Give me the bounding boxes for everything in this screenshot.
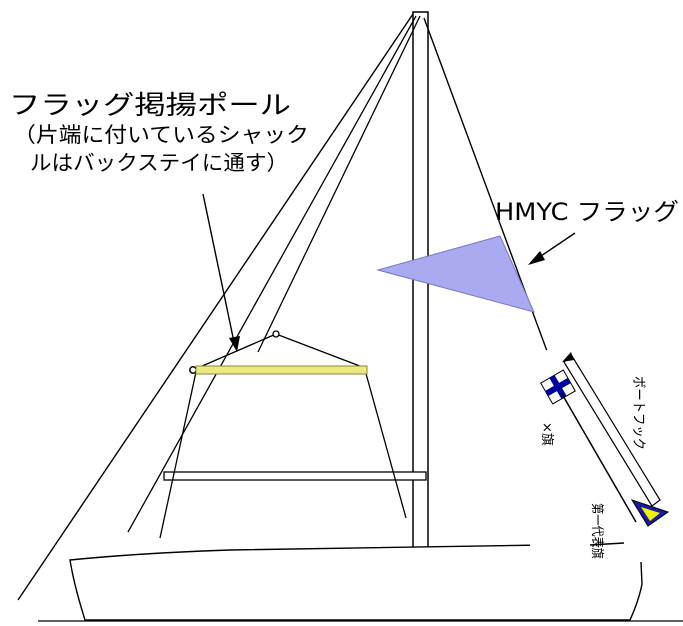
flag-line [561,393,637,523]
flag-pole-bridle [159,333,407,539]
hmyc-flag [376,235,535,313]
boat-hook-label: ボートフック [630,376,646,450]
hmyc-arrow [528,232,576,265]
hmyc-flag-label: HMYC フラッグ [495,198,679,226]
flag-hoisting-pole [195,365,368,375]
first-rep-flag-label: 第一代表旗 [589,503,605,559]
x-flag-label: ×旗 [539,422,555,446]
boat-hook-tip [562,352,574,362]
halyard-left [127,15,417,533]
boom [163,471,427,481]
forestay [17,13,414,601]
x-flag [540,369,576,405]
bridle-top-ring [272,330,280,338]
first-rep-flag [630,499,670,527]
halyard-right [257,15,421,353]
rep-flag-tick [589,542,625,546]
pole-title-label: フラッグ掲揚ポール [9,91,291,121]
pole-shackle [189,366,197,374]
pole-note-line2: ルはバックステイに通す） [30,151,288,175]
pole-arrow [202,193,240,352]
pole-note-line1: （片端に付いているシャック [13,123,309,147]
